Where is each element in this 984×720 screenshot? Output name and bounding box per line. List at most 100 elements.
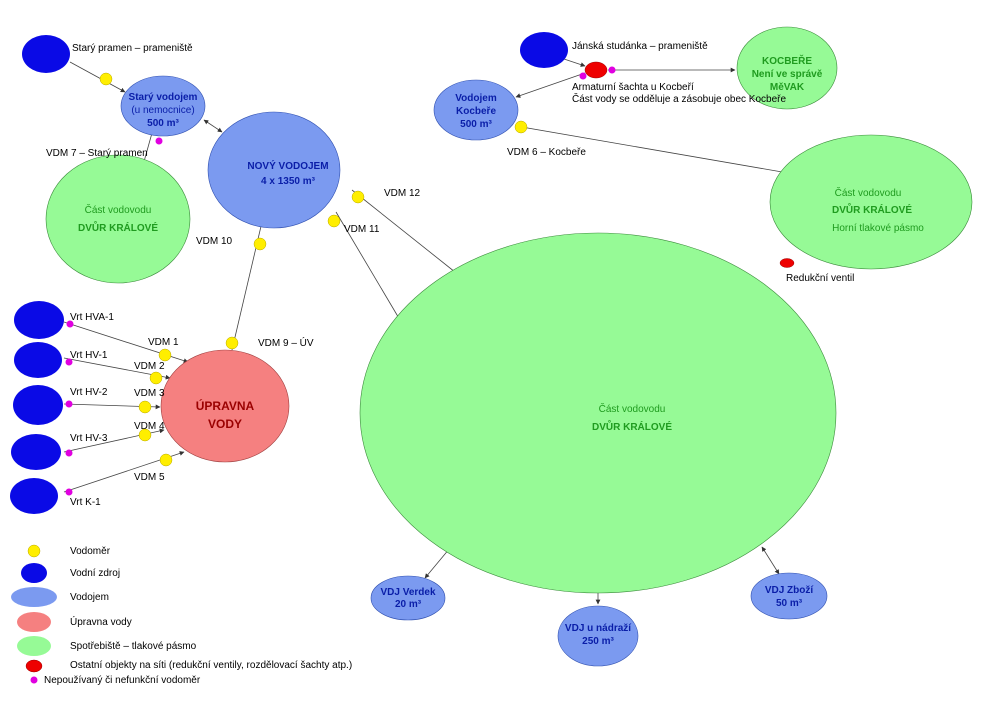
well-k1 [10,478,58,514]
edge-novy-to-main-vdm11 [335,211,401,321]
legend-source-symbol [21,563,47,583]
well-label-hv1: Vrt HV-1 [70,350,108,361]
meter-stary-pramen [99,72,113,86]
reservoir-verdek [370,575,446,621]
label-vdm9: VDM 9 – ÚV [258,336,314,349]
well-meter-vdm1: VDM 1 [148,337,179,348]
reservoir-verdek-l1: VDJ Verdek [380,587,435,598]
unused-meter-hv2 [65,400,73,408]
label-redukcni: Redukční ventil [786,273,854,284]
unused-meter-vdm7 [155,137,163,145]
well-meter-vdm3: VDM 3 [134,388,165,399]
meter-vdm6 [514,120,528,134]
legend: Vodoměr Vodní zdroj Vodojem Úpravna vody… [11,544,352,686]
meter-vdm1 [158,348,172,362]
reservoir-zbozi-l1: VDJ Zboží [765,585,815,596]
well-label-hv3: Vrt HV-3 [70,433,108,444]
edge-stary-vodojem-novy [203,119,223,133]
edge-valve-to-kocbere-vodojem [515,72,586,98]
legend-meter-label: Vodoměr [70,546,111,557]
zone-left [45,154,191,284]
meter-vdm10 [253,237,267,251]
label-vdm12: VDM 12 [384,188,421,199]
meter-vdm12 [351,190,365,204]
well-label-hv2: Vrt HV-2 [70,387,108,398]
treatment-plant-l2: VODY [208,417,242,431]
zone-kocbere-l3: MěVAK [770,82,805,93]
well-hv1 [14,342,62,378]
zone-kocbere [736,26,838,110]
reservoir-stary-l2: (u nemocnice) [131,105,194,116]
legend-zone-symbol [17,636,51,656]
edge-main-verdek [424,547,451,579]
reservoir-kocbere-l2: Kocbeře [456,106,496,117]
wells: Vrt HVA-1 Vrt HV-1 Vrt HV-2 Vrt HV-3 Vrt… [10,301,179,514]
reservoir-novy-l1: NOVÝ VODOJEM [247,159,328,172]
source-janska-label: Jánská studánka – prameniště [572,41,708,52]
legend-meter-symbol [27,544,41,558]
reservoir-kocbere-l1: Vodojem [455,93,497,104]
unused-meter-k1 [65,488,73,496]
zone-upper-l1: Část vodovodu [835,186,902,199]
reservoir-stary-l1: Starý vodojem [129,92,198,103]
edge-stary-pramen-to-stary-vodojem [69,61,126,93]
label-cast-vody: Část vody se odděluje a zásobuje obec Ko… [572,92,786,105]
unused-meters [65,66,616,496]
legend-reservoir-label: Vodojem [70,592,109,603]
legend-zone-label: Spotřebiště – tlakové pásmo [70,641,197,652]
well-hva1 [14,301,64,339]
reservoir-novy [207,111,341,229]
zone-upper [769,134,973,270]
reservoir-nadrazi [557,605,639,667]
zone-main [359,232,837,594]
legend-unused-symbol [30,676,38,684]
unused-meter-hv3 [65,449,73,457]
edge-novy-to-main-vdm12 [351,189,461,277]
zone-kocbere-l1: KOCBEŘE [762,54,812,67]
legend-unused-label: Nepoužívaný či nefunkční vodoměr [44,675,201,686]
legend-treatment-symbol [17,612,51,632]
well-meter-vdm2: VDM 2 [134,361,165,372]
meter-vdm5 [159,453,173,467]
reservoir-verdek-l2: 20 m³ [395,599,422,610]
reservoir-stary [120,75,206,137]
meter-vdm4 [138,428,152,442]
unused-meter-janska-b [608,66,616,74]
zone-main-l1: Část vodovodu [599,402,666,415]
zone-left-l1: Část vodovodu [85,203,152,216]
label-vdm7: VDM 7 – Starý pramen [46,148,148,159]
source-stary-pramen [22,35,70,73]
unused-meter-hv1 [65,358,73,366]
legend-source-label: Vodní zdroj [70,568,120,579]
reservoir-nadrazi-l2: 250 m³ [582,636,614,647]
edge-kocbere-to-upper-zone [515,125,789,175]
legend-other-label: Ostatní objekty na síti (redukční ventil… [70,660,352,671]
label-armaturni: Armaturní šachta u Kocbeří [572,82,694,93]
well-meter-vdm4: VDM 4 [134,421,165,432]
reservoir-novy-l2: 4 x 1350 m³ [261,176,316,187]
reservoir-stary-l3: 500 m³ [147,118,179,129]
reservoir-zbozi-l2: 50 m³ [776,598,803,609]
meter-vdm3 [138,400,152,414]
source-stary-pramen-label: Starý pramen – prameniště [72,43,193,54]
unused-meter-janska-a [579,72,587,80]
valve-chamber-kocbere [584,61,608,79]
zone-upper-l2: DVŮR KRÁLOVÉ [832,202,912,216]
treatment-plant-l1: ÚPRAVNA [196,398,255,413]
zone-left-l2: DVŮR KRÁLOVÉ [78,220,158,234]
well-label-k1: Vrt K-1 [70,497,101,508]
legend-other-symbol [25,659,43,673]
meters [99,72,528,467]
zone-kocbere-l2: Není ve správě [752,69,823,80]
well-hv2 [13,385,63,425]
label-vdm11: VDM 11 [344,224,380,235]
reservoir-kocbere [433,79,519,141]
legend-treatment-label: Úpravna vody [70,615,132,628]
meter-vdm9 [225,336,239,350]
reservoir-zbozi [750,572,828,620]
unused-meter-hva1 [66,320,74,328]
reservoir-nadrazi-l1: VDJ u nádraží [565,623,632,634]
legend-reservoir-symbol [11,587,57,607]
reservoir-kocbere-l3: 500 m³ [460,119,492,130]
